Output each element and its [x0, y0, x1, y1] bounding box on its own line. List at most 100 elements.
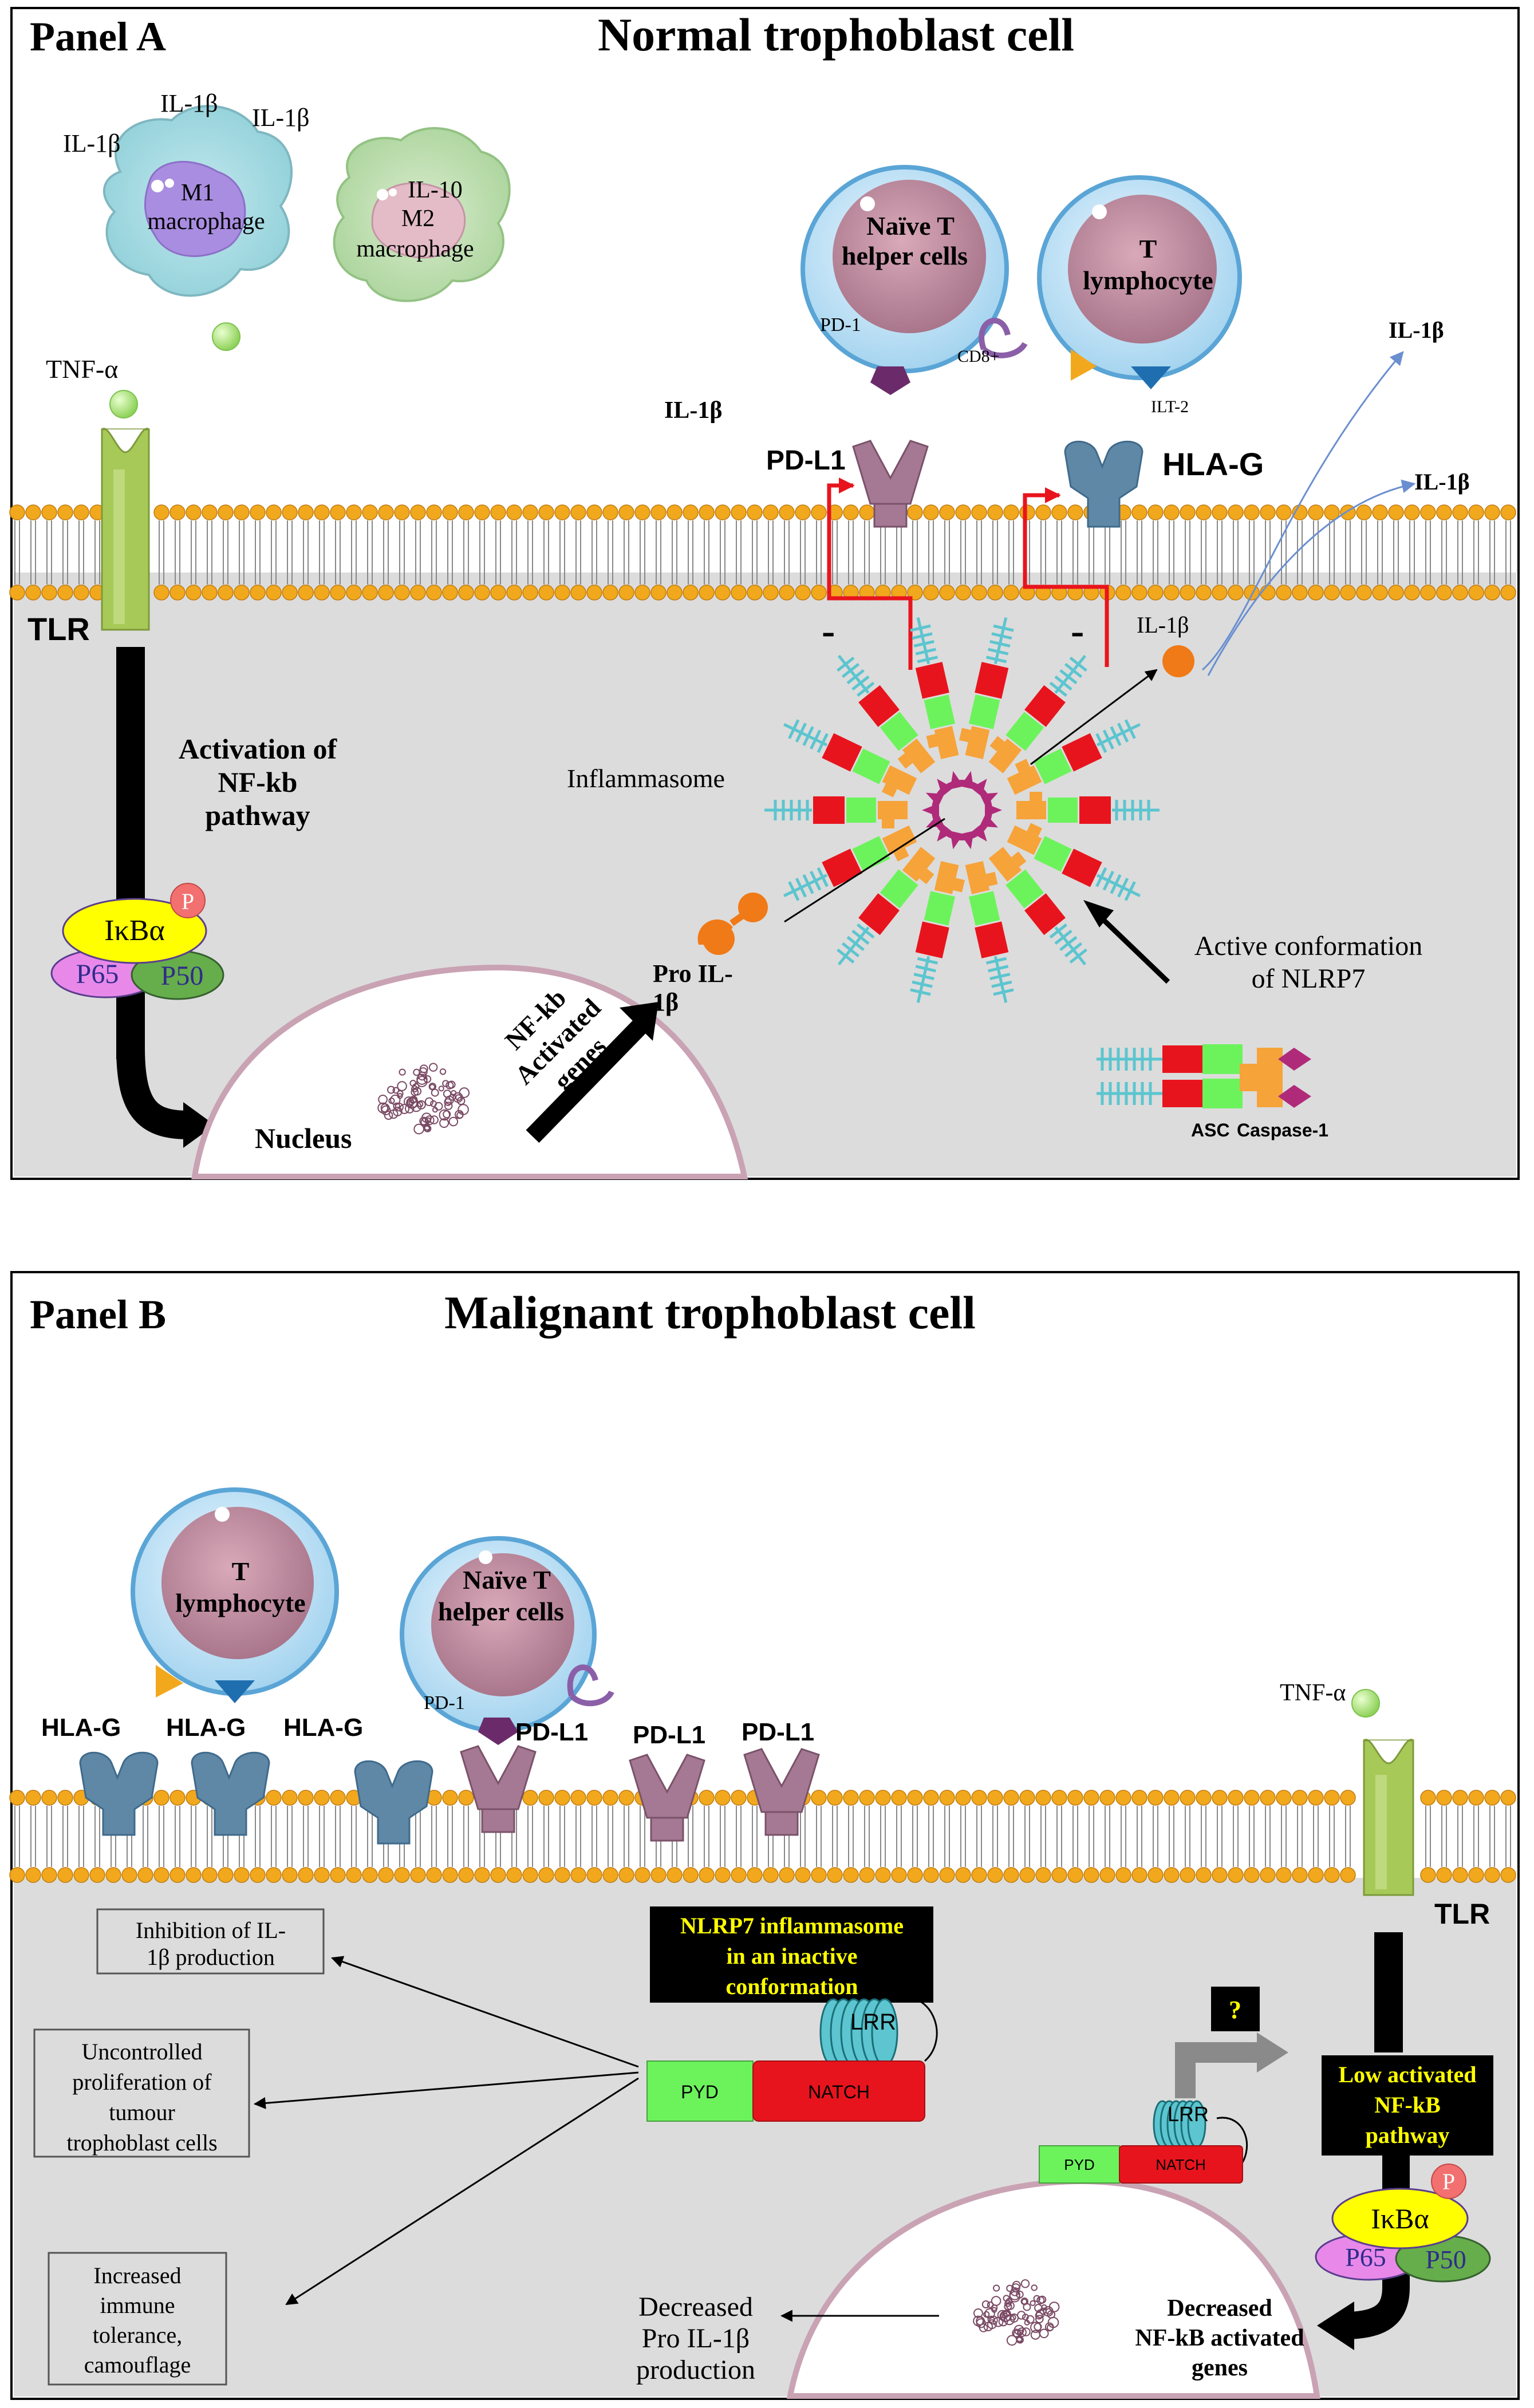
il1b-ball-inside	[1162, 645, 1194, 677]
natch-domain-large	[752, 2060, 925, 2122]
nlrp7-inactive-small: PYD NATCH LRR	[1039, 2100, 1248, 2184]
m2-label-3: macrophage	[356, 236, 474, 262]
question-label: ?	[1229, 1996, 1241, 2024]
pro-il1b-label-1: Pro IL-	[653, 960, 733, 988]
uncertain-link-arrow	[1175, 2032, 1288, 2098]
naive-t-b-label-1: Naïve T	[463, 1565, 551, 1594]
m1-label-2: macrophage	[147, 208, 265, 235]
t-lymph-label-2: lymphocyte	[1083, 266, 1213, 295]
tlr-signal-column-b	[1374, 1932, 1403, 2052]
m1-cytokine-2: IL-1β	[160, 89, 218, 117]
decreased-genes-label-1: Decreased	[1167, 2295, 1272, 2322]
low-nfkb-arrow-b	[1317, 2156, 1410, 2350]
tnf-ligand-b	[1351, 1689, 1380, 1718]
tlr-label-b: TLR	[1434, 1898, 1490, 1930]
natch-label-small: NATCH	[1156, 2156, 1206, 2173]
il1b-out-label-2: IL-1β	[1414, 469, 1470, 495]
ikba-complex-a: P IκBα P65 P50	[50, 883, 224, 1000]
tlr-label-a: TLR	[27, 611, 90, 647]
tolerance-label-2: immune	[100, 2292, 175, 2318]
nucleus-label-a: Nucleus	[255, 1122, 352, 1154]
tnf-ligand-a	[109, 390, 138, 419]
lrr-label-large: LRR	[850, 2010, 896, 2035]
lrr-label-small: LRR	[1168, 2102, 1209, 2126]
il1b-out-label-1: IL-1β	[1389, 317, 1444, 343]
question-box	[1211, 1987, 1260, 2031]
cd8-label: CD8+	[957, 347, 1000, 366]
m2-label-2: M2	[401, 206, 435, 232]
pd1-label-a: PD-1	[820, 314, 861, 335]
ikba-label-a: IκBα	[104, 914, 164, 947]
inflammasome-label: Inflammasome	[567, 764, 725, 793]
inhibit-sign-1: -	[822, 609, 835, 653]
hlag-b-label-3: HLA-G	[283, 1714, 363, 1742]
nlrp7-inactive-box	[650, 1906, 933, 2003]
inhibition-label-1: Inhibition of IL-	[136, 1917, 286, 1943]
hlag-receptor-a	[1064, 440, 1143, 528]
m2-label-1: IL-10	[408, 177, 463, 203]
t-lymph-b-label-2: lymphocyte	[175, 1588, 305, 1617]
ikba-label-b: IκBα	[1371, 2202, 1429, 2235]
pdl1-b-label-3: PD-L1	[742, 1718, 814, 1746]
pdl1-label-a: PD-L1	[766, 445, 846, 476]
tnf-label-b: TNF-α	[1280, 1680, 1346, 1706]
chromatin-a	[377, 1063, 470, 1135]
activation-label-3: pathway	[205, 799, 310, 831]
m1-label-1: M1	[181, 180, 214, 206]
active-conf-label-1: Active conformation	[1194, 931, 1423, 961]
activation-label-1: Activation of	[179, 733, 338, 765]
inflammasome-ring	[764, 617, 1160, 1003]
caspase-label: Caspase-1	[1237, 1120, 1328, 1140]
panel-b: Panel B Malignant trophoblast cell T lym…	[9, 1271, 1520, 2400]
low-nfkb-label-1: Low activated	[1338, 2062, 1476, 2087]
low-nfkb-label-3: pathway	[1366, 2122, 1450, 2148]
panel-a-title: Normal trophoblast cell	[598, 9, 1074, 61]
pyd-label-small: PYD	[1064, 2156, 1094, 2173]
pdl1-b-label-1: PD-L1	[515, 1718, 588, 1746]
il1b-secretion-arrow-2	[1207, 479, 1416, 676]
m1-cytokine-3: IL-1β	[252, 104, 310, 132]
panel-b-tag: Panel B	[30, 1292, 166, 1337]
m1-macrophage: M1 macrophage	[103, 105, 293, 351]
decreased-pro-label-2: Pro IL-1β	[642, 2323, 750, 2354]
tnf-label-a: TNF-α	[46, 354, 118, 384]
prolif-label-3: tumour	[109, 2099, 175, 2125]
m1-cytokine-1: IL-1β	[63, 129, 121, 157]
panel-b-title: Malignant trophoblast cell	[444, 1286, 976, 1339]
il1b-secretion-arrow-1	[1202, 351, 1404, 671]
t-lymphocyte-a: T lymphocyte ILT-2	[1037, 175, 1242, 416]
hlag-receptors-b	[79, 1751, 433, 1845]
active-conf-arrowhead	[1083, 900, 1114, 927]
tolerance-label-3: tolerance,	[93, 2322, 183, 2348]
t-lymph-b-label-1: T	[232, 1557, 250, 1586]
ikba-complex-b: P IκBα P65 P50	[1315, 2164, 1491, 2283]
caspase-output-arrow	[1030, 669, 1158, 765]
activation-label-2: NF-kb	[218, 766, 298, 798]
panel-a: Panel A Normal trophoblast cell M1 macro…	[9, 7, 1520, 1180]
asc-label: ASC	[1191, 1120, 1230, 1140]
pro-il1b-cleavage-line	[784, 818, 945, 923]
natch-label-large: NATCH	[808, 2082, 870, 2102]
decreased-pro-label-1: Decreased	[638, 2292, 753, 2322]
il1b-inside-label: IL-1β	[1137, 612, 1189, 638]
p65-label-b: P65	[1345, 2243, 1386, 2272]
pro-il1b-label-2: 1β	[653, 988, 679, 1016]
naive-t-label-1: Naïve T	[866, 211, 955, 240]
hlag-b-label-1: HLA-G	[41, 1714, 121, 1742]
naive-t-cell-a: Naïve T helper cells PD-1 CD8+	[800, 165, 1028, 395]
pyd-label-large: PYD	[681, 2082, 719, 2102]
pdl1-b-label-2: PD-L1	[633, 1721, 705, 1749]
outcome-box-tolerance: Increased immune tolerance, camouflage	[48, 2252, 227, 2386]
pyd-domain-large	[646, 2060, 754, 2122]
active-conf-label-2: of NLRP7	[1252, 964, 1366, 994]
natch-domain-small	[1119, 2145, 1243, 2184]
prolif-label-2: proliferation of	[72, 2069, 212, 2095]
naive-t-cell-b: Naïve T helper cells PD-1	[400, 1536, 614, 1745]
phospho-label-b: P	[1442, 2169, 1455, 2194]
nlrp7-inactive-label-1: NLRP7 inflammasome	[680, 1913, 904, 1939]
inhibition-label-2: 1β production	[147, 1944, 275, 1970]
decreased-genes-label-3: genes	[1192, 2355, 1248, 2381]
tlr-receptor-b	[1363, 1739, 1414, 1896]
